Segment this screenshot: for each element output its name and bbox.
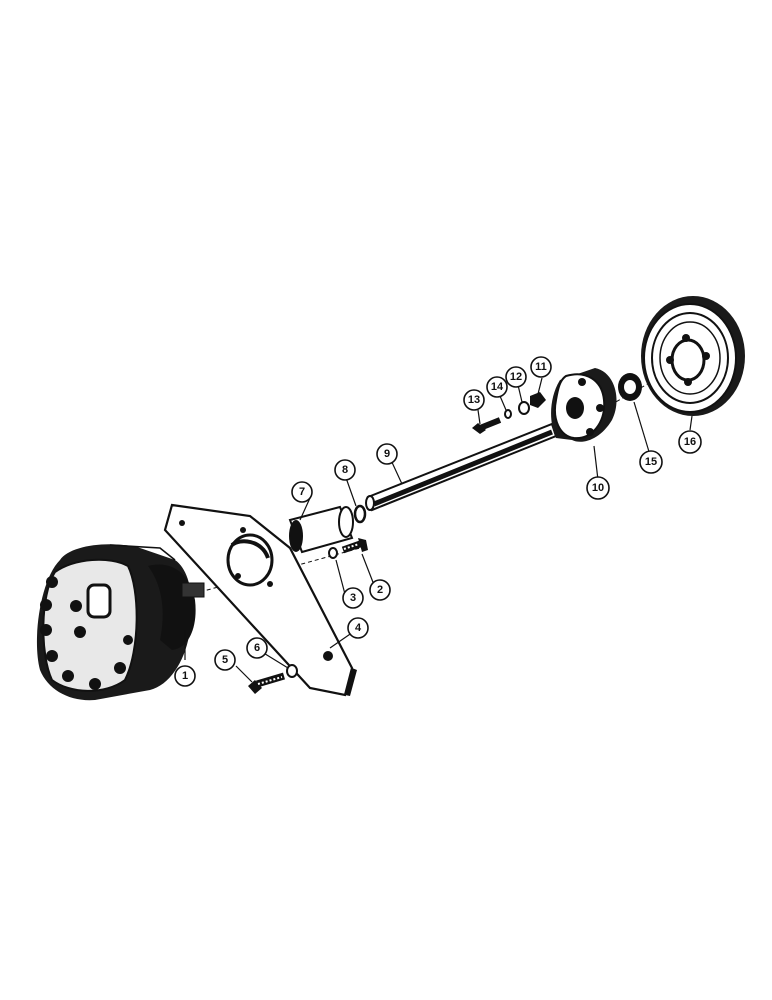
part-bolt-13 bbox=[472, 417, 502, 434]
svg-text:16: 16 bbox=[684, 436, 696, 448]
svg-text:10: 10 bbox=[592, 482, 604, 494]
callout-2: 2 bbox=[369, 579, 391, 601]
part-nut-11 bbox=[530, 392, 546, 408]
part-washer-3 bbox=[328, 547, 338, 559]
callout-8: 8 bbox=[334, 459, 356, 481]
svg-text:7: 7 bbox=[299, 486, 305, 498]
part-pulley-16 bbox=[641, 296, 745, 416]
svg-text:8: 8 bbox=[342, 464, 348, 476]
part-bolt-5 bbox=[248, 672, 285, 694]
part-snap-ring-8 bbox=[353, 504, 367, 524]
callout-4: 4 bbox=[347, 617, 369, 639]
svg-text:11: 11 bbox=[535, 361, 547, 373]
callout-14: 14 bbox=[486, 376, 508, 398]
svg-text:5: 5 bbox=[222, 654, 228, 666]
part-hub-10 bbox=[551, 368, 617, 442]
svg-text:15: 15 bbox=[645, 456, 657, 468]
callout-9: 9 bbox=[376, 443, 398, 465]
svg-text:1: 1 bbox=[182, 670, 188, 682]
part-washer-14 bbox=[504, 409, 512, 419]
part-washer-12 bbox=[518, 401, 530, 415]
callout-3: 3 bbox=[342, 587, 364, 609]
callout-13: 13 bbox=[463, 389, 485, 411]
svg-text:13: 13 bbox=[468, 394, 480, 406]
part-bolt-2 bbox=[341, 538, 368, 554]
leader-lines bbox=[184, 377, 693, 683]
part-bushing-15 bbox=[618, 373, 642, 401]
callout-5: 5 bbox=[214, 649, 236, 671]
svg-text:12: 12 bbox=[510, 371, 522, 383]
callout-12: 12 bbox=[505, 366, 527, 388]
svg-text:6: 6 bbox=[254, 642, 260, 654]
callout-6: 6 bbox=[246, 637, 268, 659]
callout-16: 16 bbox=[678, 430, 702, 454]
svg-text:9: 9 bbox=[384, 448, 390, 460]
part-sleeve-7 bbox=[288, 505, 354, 554]
callout-7: 7 bbox=[291, 481, 313, 503]
part-pump bbox=[36, 544, 205, 701]
part-washer-6 bbox=[286, 664, 298, 678]
callout-1: 1 bbox=[174, 665, 196, 687]
callout-11: 11 bbox=[530, 356, 552, 378]
svg-text:14: 14 bbox=[491, 381, 504, 393]
callout-15: 15 bbox=[639, 450, 663, 474]
svg-text:4: 4 bbox=[355, 622, 362, 634]
callout-10: 10 bbox=[586, 476, 610, 500]
part-mounting-plate bbox=[163, 503, 357, 697]
svg-text:2: 2 bbox=[377, 584, 383, 596]
svg-text:3: 3 bbox=[350, 592, 356, 604]
